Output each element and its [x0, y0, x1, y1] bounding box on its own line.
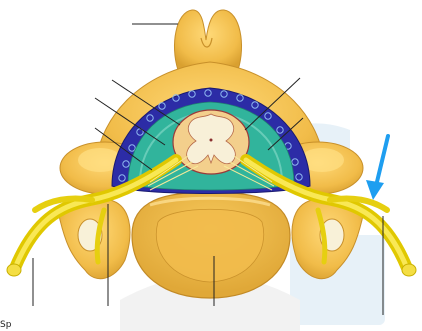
spinal-cord: [173, 110, 249, 174]
right-nerve-cut-end: [402, 264, 416, 276]
central-canal: [210, 139, 213, 142]
left-nerve-cut-end: [7, 264, 21, 276]
vertebral-body: [132, 192, 290, 298]
corner-label: Sp: [0, 319, 11, 331]
spinous-process: [174, 10, 241, 70]
arrow-down-icon: [366, 136, 388, 200]
